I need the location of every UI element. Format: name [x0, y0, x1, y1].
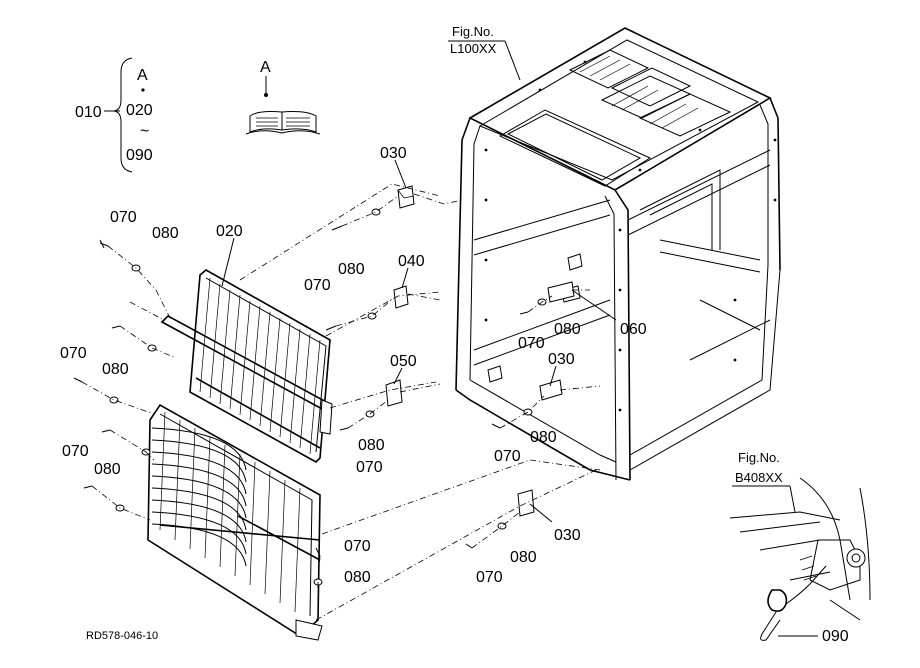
assembly-lines [81, 183, 601, 621]
fig-cab-number: L100XX [450, 41, 497, 56]
guard-020 [160, 269, 333, 463]
callout-070-b: 070 [304, 277, 331, 294]
callout-070-g: 070 [518, 335, 545, 352]
callout-080-i: 080 [510, 549, 537, 566]
callout-080-h: 080 [530, 429, 557, 446]
fig-cab-title: Fig.No. [452, 24, 494, 39]
callout-090: 090 [822, 628, 849, 645]
manual-book-icon: A [245, 59, 321, 135]
bracket-060 [547, 281, 575, 303]
callout-080-g: 080 [554, 321, 581, 338]
manual-ref-letter: A [260, 59, 271, 76]
callout-070-h: 070 [494, 448, 521, 465]
leader-lines [221, 159, 617, 523]
callout-080-a: 080 [152, 225, 179, 242]
fig-detail-title: Fig.No. [738, 450, 780, 465]
figure-ref-cab: Fig.No. L100XX [448, 24, 521, 81]
callout-080-b: 080 [338, 261, 365, 278]
callout-050: 050 [390, 353, 417, 370]
index-range-start: 020 [126, 102, 153, 119]
fig-detail-number: B408XX [735, 470, 783, 485]
callout-070-e: 070 [356, 459, 383, 476]
callout-080-c: 080 [102, 361, 129, 378]
callout-030-top: 030 [380, 145, 407, 162]
callout-080-e: 080 [358, 437, 385, 454]
index-range-end: 090 [126, 147, 153, 164]
callout-080-f: 080 [344, 569, 371, 586]
cab-frame [455, 27, 781, 481]
callout-070-d: 070 [62, 443, 89, 460]
drawing-code: RD578-046-10 [86, 630, 158, 642]
index-group: 010 A 020 ~ 090 [75, 57, 153, 173]
callout-040: 040 [398, 253, 425, 270]
fasteners [73, 208, 547, 586]
callout-070-f: 070 [344, 538, 371, 555]
detail-inset: Fig.No. B408XX 090 [729, 450, 871, 645]
callout-labels: 020 030 040 050 060 030 030 070 080 070 … [60, 145, 647, 586]
guard-lower [147, 403, 323, 641]
callout-070-i: 070 [476, 569, 503, 586]
bracket-030-low [517, 489, 535, 517]
index-ref-letter: A [137, 67, 148, 84]
callout-070-c: 070 [60, 345, 87, 362]
callout-080-d: 080 [94, 461, 121, 478]
callout-070-a: 070 [110, 209, 137, 226]
bracket-030-mid [539, 379, 563, 401]
bracket-030-top [397, 185, 415, 209]
index-range-sep: ~ [140, 123, 149, 140]
callout-030-low: 030 [554, 527, 581, 544]
callout-060: 060 [620, 321, 647, 338]
index-main-number: 010 [75, 104, 102, 121]
callout-030-mid: 030 [548, 351, 575, 368]
callout-020: 020 [216, 223, 243, 240]
